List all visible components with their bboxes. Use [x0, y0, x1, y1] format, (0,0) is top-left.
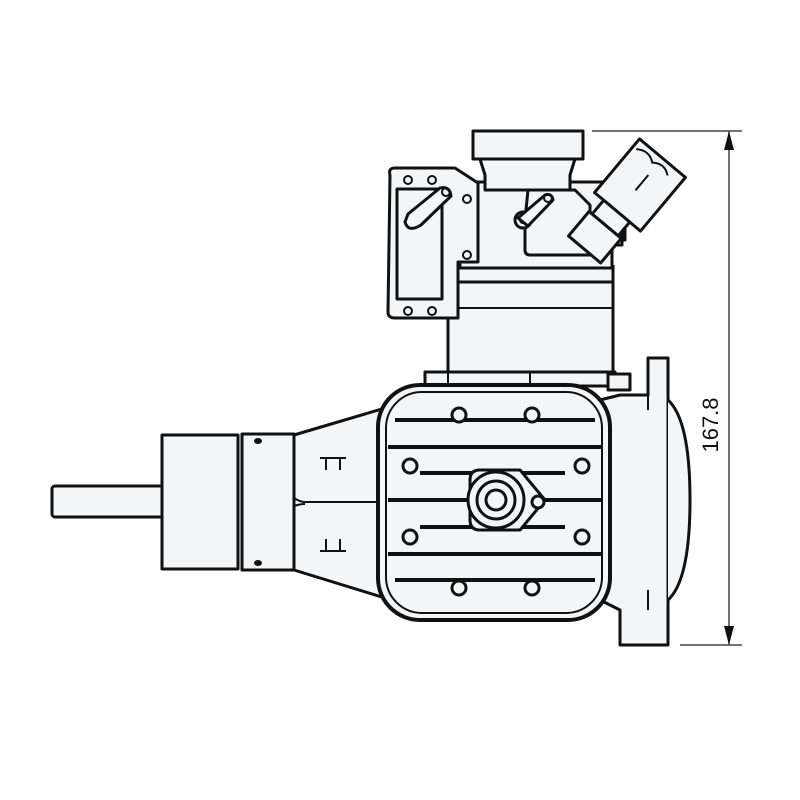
dimension-label: 167.8 — [698, 397, 723, 452]
choke-fitting — [567, 137, 687, 265]
servo-bracket — [386, 166, 480, 320]
cylinder-body — [446, 280, 615, 374]
head-bolts — [401, 406, 591, 597]
spark-plug — [466, 468, 547, 532]
prop-hub — [160, 432, 296, 572]
output-shaft — [50, 484, 166, 519]
mounting-flange — [598, 356, 692, 647]
cylinder-head — [376, 383, 612, 622]
crankcase-nose — [292, 406, 387, 600]
height-dimension: 167.8 — [592, 130, 742, 646]
